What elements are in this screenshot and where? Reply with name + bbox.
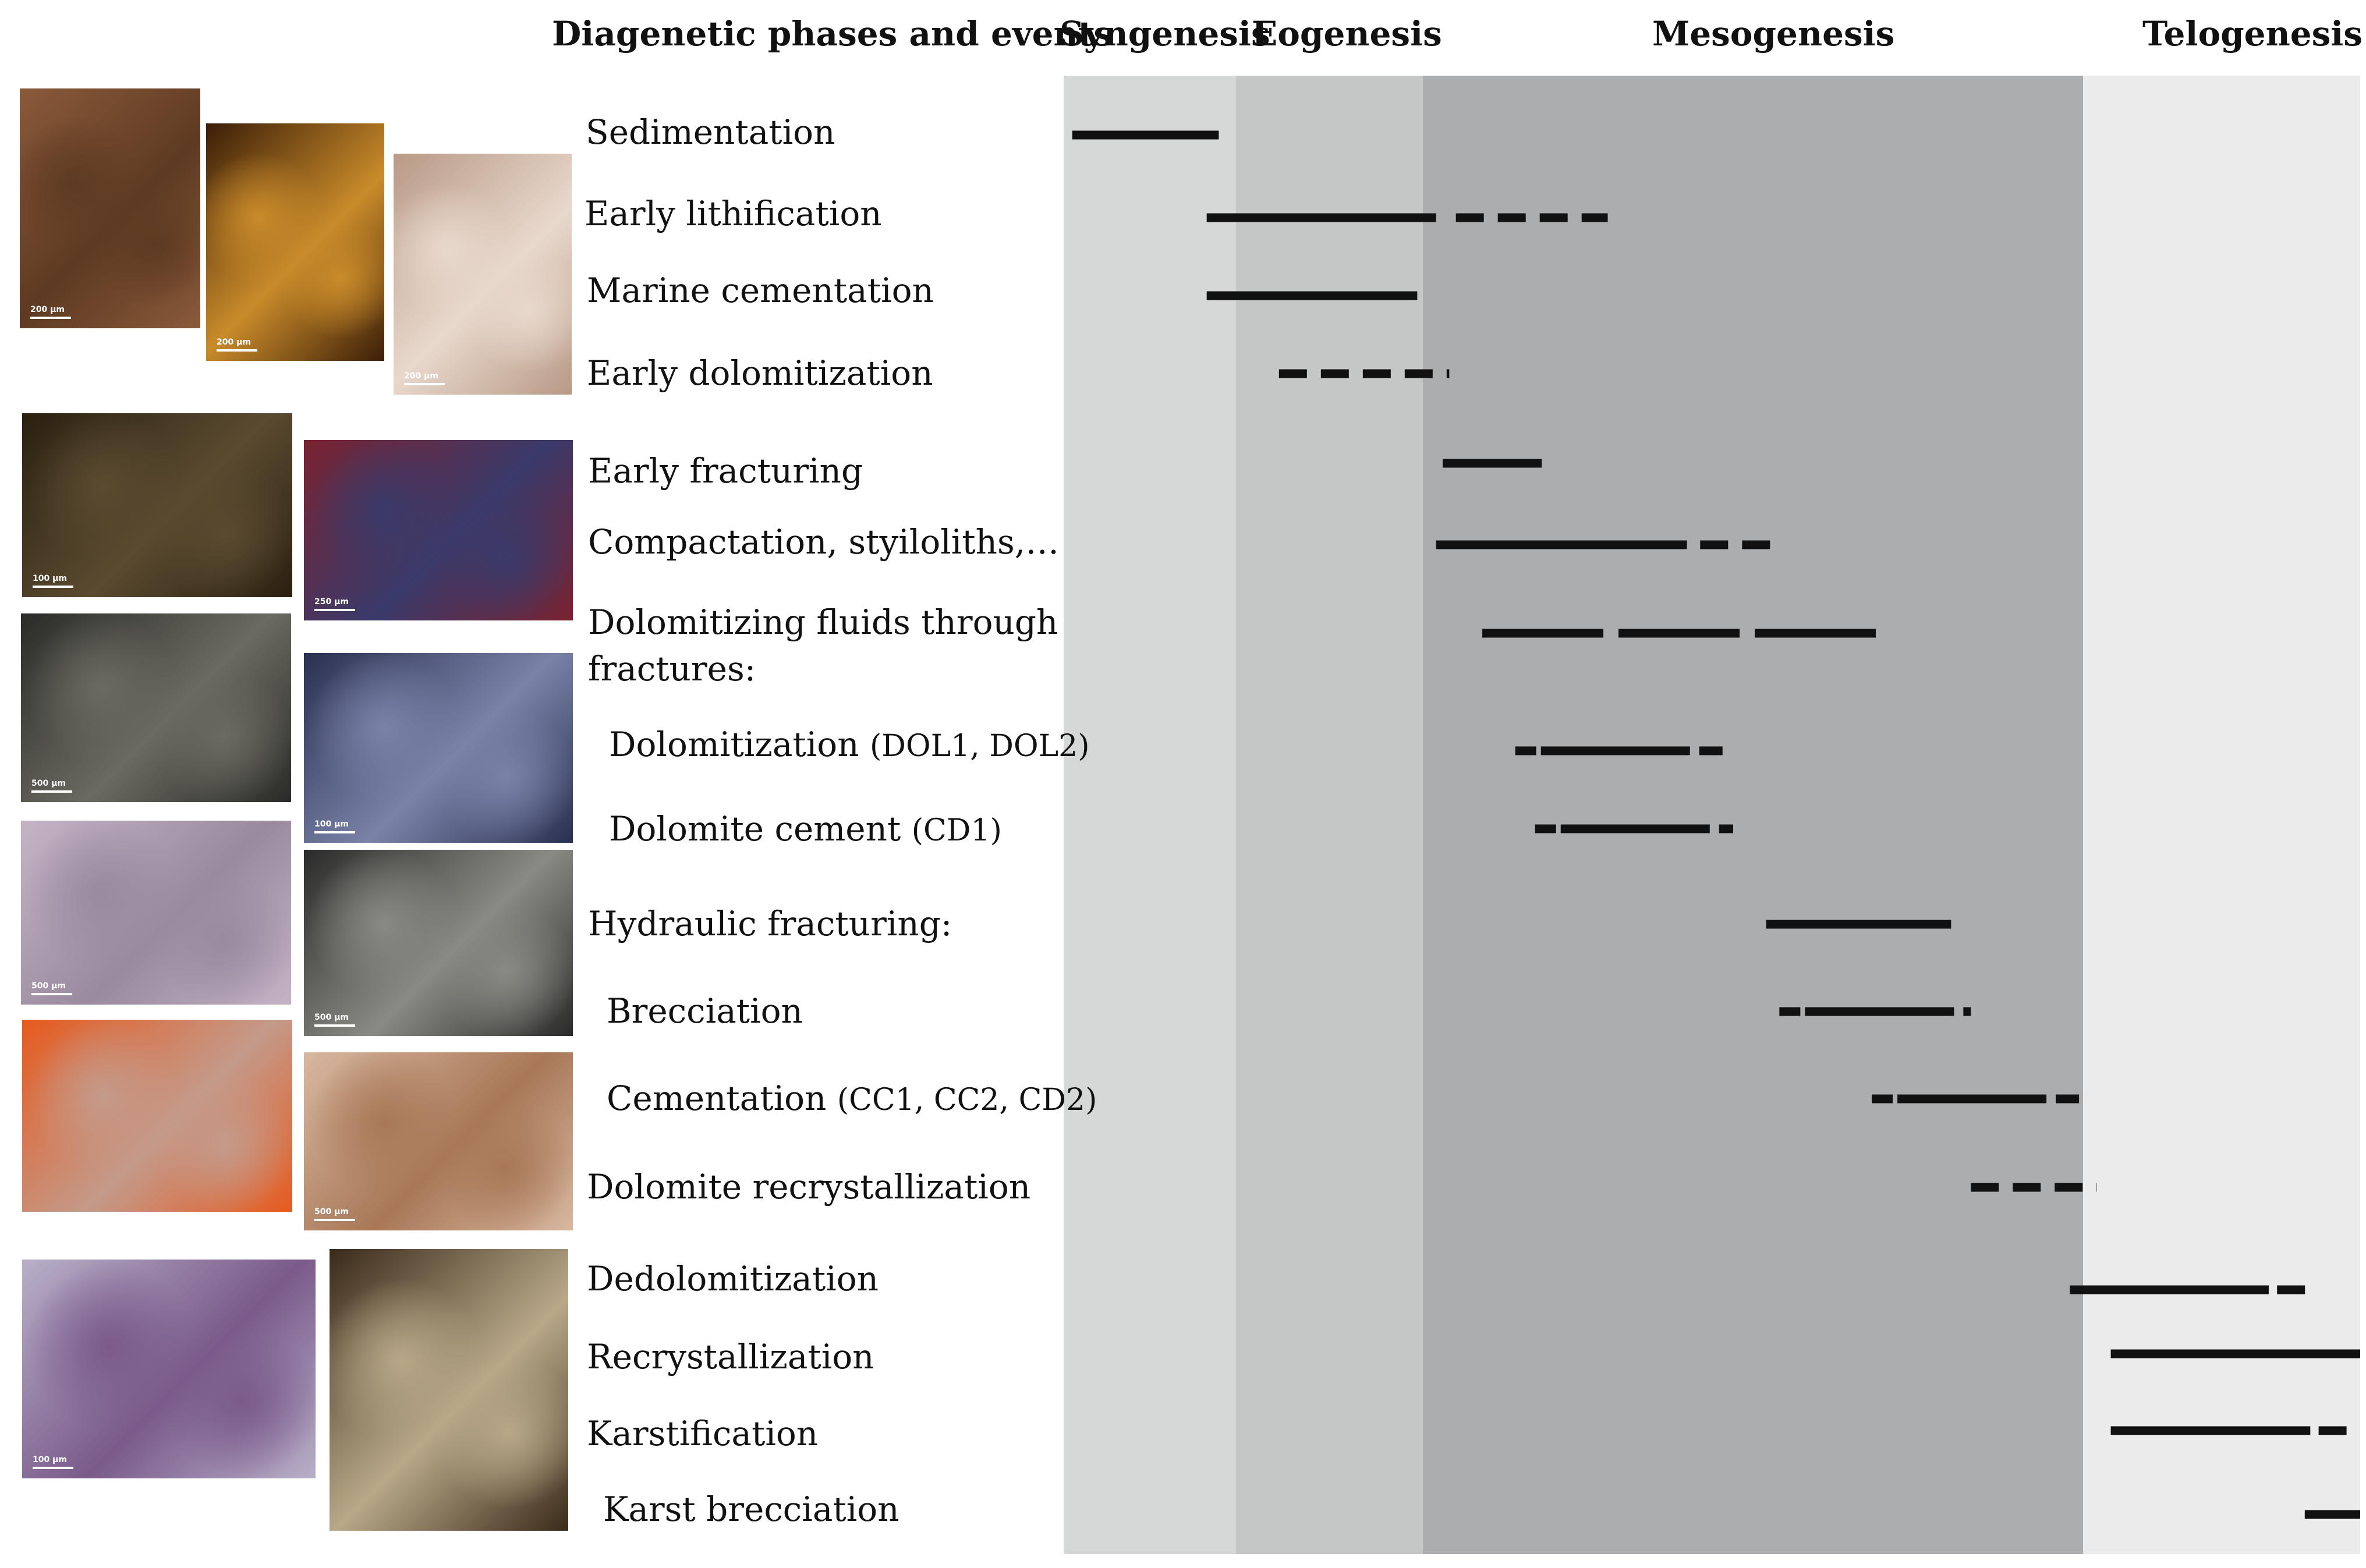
event-label-text: Dolomite recrystallization <box>587 1167 1031 1207</box>
event-label: Dedolomitization <box>587 1262 879 1296</box>
event-label: Dolomite recrystallization <box>587 1170 1030 1204</box>
scale-bar <box>314 1024 355 1027</box>
micrograph-image: 100 µm <box>22 413 292 597</box>
phase-header-telogenesis: Telogenesis <box>2142 14 2363 54</box>
event-label-text: Early lithification <box>585 194 882 233</box>
event-label-text: Compactation, styiloliths,… <box>588 522 1060 562</box>
scale-label: 500 µm <box>31 779 66 788</box>
event-label-sub: (CD1) <box>911 813 1002 848</box>
scale-bar <box>31 790 72 793</box>
event-label-sub: (CC1, CC2, CD2) <box>837 1083 1097 1118</box>
micrograph-image: 200 µm <box>206 123 384 361</box>
diagram-title: Diagenetic phases and events <box>552 14 1113 54</box>
scale-bar <box>314 1219 355 1221</box>
event-label: Hydraulic fracturing: <box>588 907 952 941</box>
event-label-text: Marine cementation <box>587 271 934 310</box>
micrograph-image: 500 µm <box>304 1052 573 1230</box>
event-label-text: Dolomitization <box>609 725 870 764</box>
event-label: Karstification <box>587 1417 818 1450</box>
event-label: Karst brecciation <box>603 1492 899 1526</box>
event-label-text: Early fracturing <box>588 451 863 491</box>
scale-label: 100 µm <box>33 1455 67 1464</box>
event-label: Cementation (CC1, CC2, CD2) <box>607 1081 1097 1115</box>
scale-label: 500 µm <box>314 1207 349 1216</box>
scale-bar <box>33 586 73 588</box>
event-label: Recrystallization <box>587 1340 874 1374</box>
event-label: Early dolomitization <box>587 356 933 390</box>
scale-label: 200 µm <box>30 305 65 314</box>
event-label: Early lithification <box>585 197 882 230</box>
event-label: Sedimentation <box>586 115 835 149</box>
scale-label: 250 µm <box>314 597 349 606</box>
scale-bar <box>30 317 71 319</box>
event-label-text: Brecciation <box>607 991 803 1031</box>
event-label: Marine cementation <box>587 274 934 307</box>
event-label-text: Karst brecciation <box>603 1489 899 1529</box>
micrograph-image: 200 µm <box>20 88 200 328</box>
event-label: fractures: <box>588 652 756 686</box>
event-label: Compactation, styiloliths,… <box>588 525 1059 559</box>
event-label-text: Cementation <box>607 1079 837 1118</box>
micrograph-image: 500 µm <box>21 613 291 802</box>
micrograph-image: 100 µm <box>22 1260 316 1478</box>
scale-label: 100 µm <box>33 574 67 583</box>
scale-label: 200 µm <box>404 371 438 381</box>
phase-header-mesogenesis: Mesogenesis <box>1652 14 1895 54</box>
event-label: Dolomite cement (CD1) <box>609 812 1002 846</box>
scale-bar <box>31 993 72 995</box>
event-label-text: Dolomitizing fluids through <box>588 602 1058 642</box>
scale-bar <box>314 831 355 833</box>
event-label-text: fractures: <box>588 649 756 689</box>
micrograph-image: 500 µm <box>21 821 291 1005</box>
scale-bar <box>217 349 257 352</box>
event-label-text: Early dolomitization <box>587 353 933 393</box>
event-label: Dolomitization (DOL1, DOL2) <box>609 728 1090 761</box>
scale-bar <box>33 1467 73 1469</box>
scale-bar <box>314 609 355 611</box>
phase-band-telogenesis <box>2083 76 2360 1554</box>
scale-label: 500 µm <box>314 1013 349 1022</box>
micrograph-image: 200 µm <box>394 154 572 395</box>
micrograph-image: 500 µm <box>304 850 573 1036</box>
micrograph-image <box>330 1249 568 1531</box>
scale-label: 500 µm <box>31 981 66 991</box>
micrograph-image <box>22 1020 292 1212</box>
micrograph-image: 100 µm <box>304 653 573 843</box>
event-label-text: Hydraulic fracturing: <box>588 904 952 943</box>
event-label: Brecciation <box>607 994 803 1028</box>
event-label-text: Recrystallization <box>587 1337 874 1377</box>
event-label-text: Dolomite cement <box>609 809 912 849</box>
scale-bar <box>404 383 445 385</box>
scale-label: 200 µm <box>217 338 251 347</box>
event-label: Dolomitizing fluids through <box>588 605 1058 639</box>
phase-header-syngenesis: Syngenesis <box>1060 14 1270 54</box>
event-label-text: Dedolomitization <box>587 1259 879 1299</box>
phase-band-mesogenesis <box>1423 76 2083 1554</box>
event-label: Early fracturing <box>588 454 863 488</box>
phase-band-syngenesis <box>1064 76 1236 1554</box>
phase-header-eogenesis: Eogenesis <box>1252 14 1442 54</box>
scale-label: 100 µm <box>314 820 349 829</box>
phase-band-eogenesis <box>1236 76 1423 1554</box>
event-label-text: Karstification <box>587 1414 819 1453</box>
event-label-text: Sedimentation <box>586 112 835 152</box>
micrograph-image: 250 µm <box>304 440 573 620</box>
event-label-sub: (DOL1, DOL2) <box>870 729 1090 764</box>
